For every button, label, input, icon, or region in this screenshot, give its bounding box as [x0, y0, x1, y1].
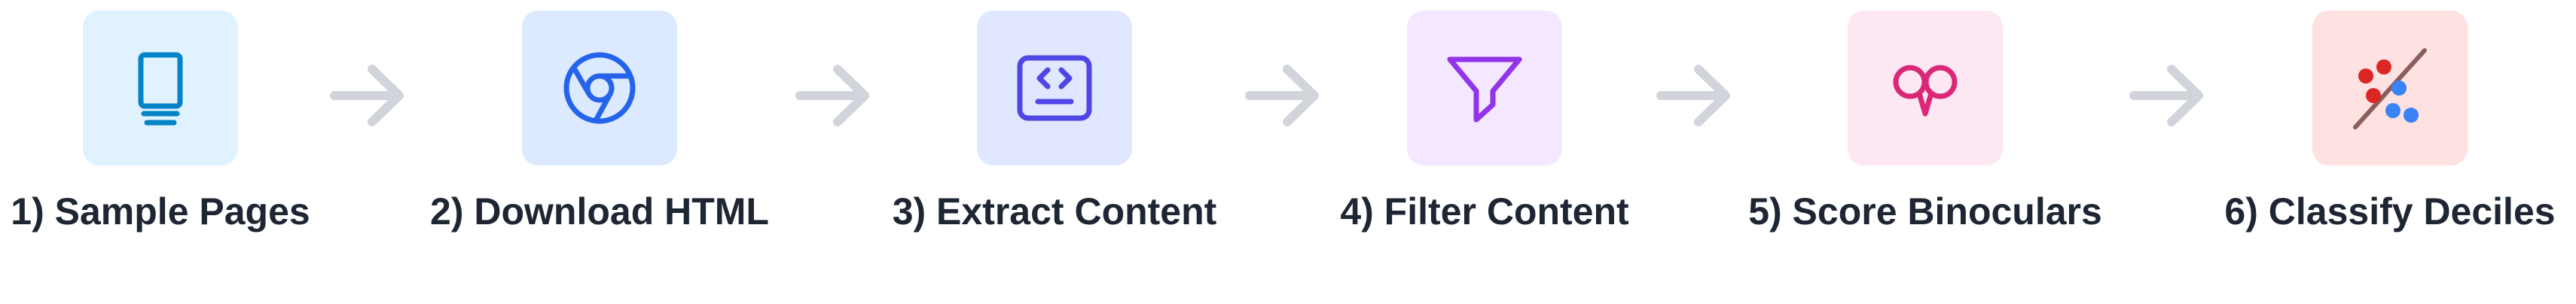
arrow-icon [1655, 59, 1733, 132]
step-label: 6) Classify Deciles [2224, 190, 2556, 233]
scatter-classify-icon [2353, 48, 2427, 129]
step-label: 1) Sample Pages [11, 190, 310, 233]
step-label: 5) Score Binoculars [1748, 190, 2102, 233]
extract-content-tile [977, 11, 1132, 166]
document-stack-icon [138, 52, 183, 126]
score-binoculars-tile [1848, 11, 2003, 166]
step-label: 3) Extract Content [892, 190, 1217, 233]
arrow-icon [2128, 59, 2206, 132]
classify-deciles-tile [2312, 11, 2468, 166]
arrow-icon [794, 59, 872, 132]
chrome-browser-icon [563, 52, 636, 124]
arrow-icon [328, 59, 407, 132]
download-html-tile [522, 11, 677, 166]
step-label: 2) Download HTML [430, 190, 769, 233]
step-label: 4) Filter Content [1340, 190, 1629, 233]
filter-content-tile [1407, 11, 1562, 166]
sample-pages-tile [83, 11, 238, 166]
binoculars-icon [1893, 65, 1958, 117]
funnel-icon [1447, 56, 1522, 123]
arrow-icon [1244, 59, 1322, 132]
code-brackets-icon [1017, 55, 1092, 121]
